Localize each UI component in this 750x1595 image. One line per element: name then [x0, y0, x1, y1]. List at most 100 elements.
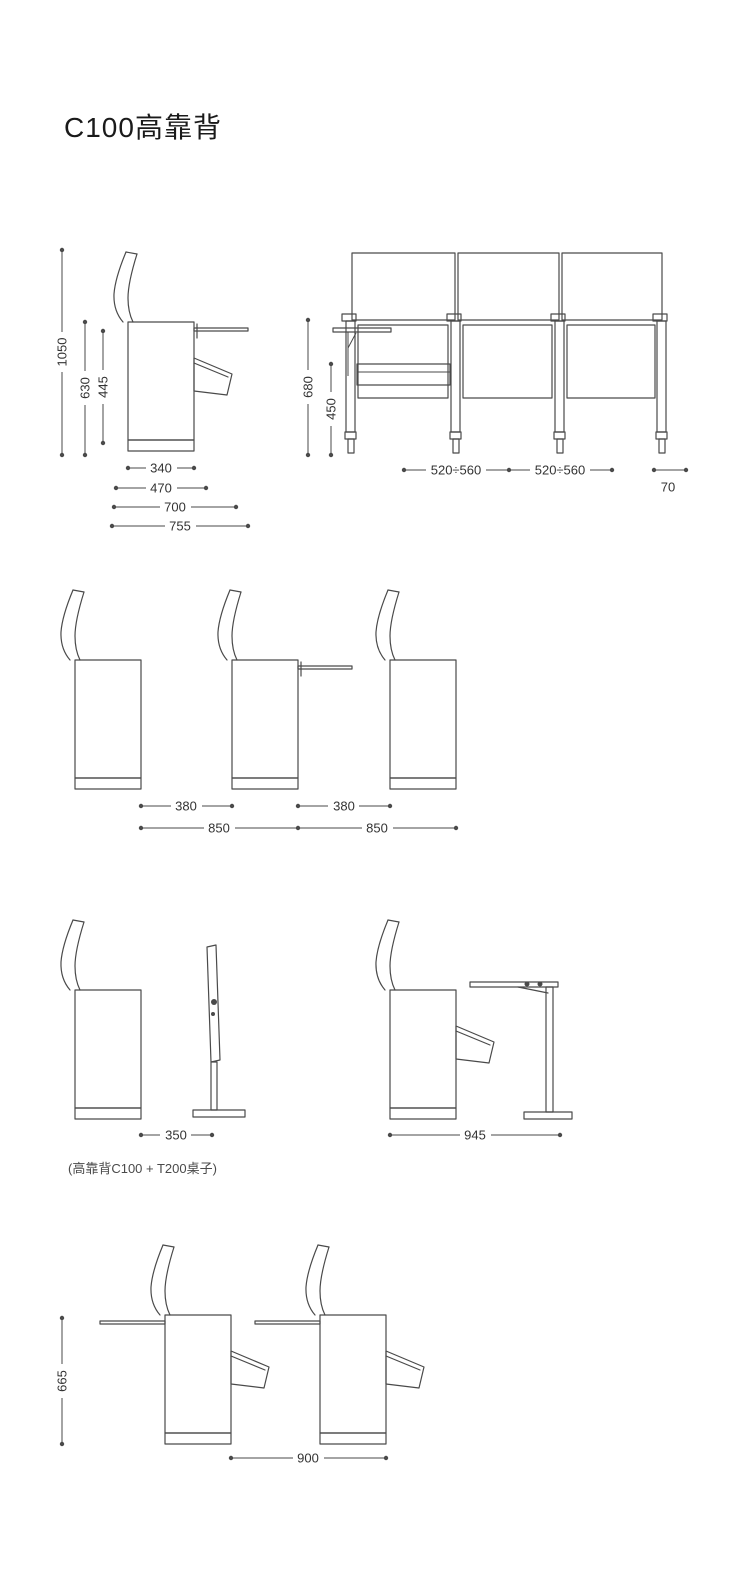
folded-seat-cushion: [193, 357, 233, 396]
table-hinge: [537, 981, 543, 987]
dim-dot: [401, 467, 407, 473]
dim-dot: [305, 452, 311, 458]
folded-seat-cushion: [385, 1350, 425, 1389]
dim-label-mask: [54, 1364, 70, 1398]
dim-post-width: 70: [651, 467, 689, 495]
dim-dot: [383, 1455, 389, 1461]
folded-tabletop: [206, 944, 221, 1063]
table-base: [192, 1109, 246, 1118]
post-foot: [553, 431, 566, 440]
dim-dot: [138, 1132, 144, 1138]
dim-depth-755: 755: [109, 518, 251, 534]
dim-label: 445: [96, 376, 111, 398]
dim-seat-width: 340: [125, 460, 197, 476]
row-chair-2: [217, 589, 353, 790]
dim-dot: [125, 465, 131, 471]
dim-label-mask: [54, 332, 70, 372]
dim-depth-470: 470: [113, 480, 209, 496]
dim-label: 850: [366, 821, 388, 836]
dim-dot: [82, 452, 88, 458]
chair-side-profile: [60, 919, 142, 1120]
post-foot: [452, 438, 460, 454]
tablet-chair-2: [254, 1244, 425, 1445]
lower-back-panel: [357, 324, 449, 399]
tablet-chair-1: [99, 1244, 270, 1445]
dim-label-mask: [293, 1450, 324, 1466]
dim-dot: [59, 247, 65, 253]
dim-label-mask: [171, 798, 202, 814]
dim-dot: [328, 452, 334, 458]
stanchion-post: [554, 320, 565, 433]
t200-table-folded: [192, 944, 246, 1118]
dim-label-mask: [530, 462, 590, 478]
dim-label: 470: [150, 481, 172, 496]
dim-label: 630: [78, 377, 93, 399]
dim-table-height: 665: [54, 1315, 70, 1447]
tablet-support-arm: [347, 332, 357, 349]
dim-dot: [557, 1132, 563, 1138]
armrest-cap: [341, 313, 357, 322]
post-foot: [658, 438, 666, 454]
dim-dot: [138, 825, 144, 831]
dim-dot: [59, 1315, 65, 1321]
dim-label: 850: [208, 821, 230, 836]
dim-dot: [387, 1132, 393, 1138]
dim-dot: [111, 504, 117, 510]
table-bracket: [517, 986, 549, 994]
backrest-panel: [457, 252, 560, 321]
backrest-panel: [351, 252, 456, 321]
dim-row-pitch-1: 850: [138, 820, 301, 836]
stanchion-post: [656, 320, 667, 433]
dim-label-mask: [426, 462, 486, 478]
dim-seat-pitch-2: 520÷560: [509, 462, 615, 478]
backrest-panel: [561, 252, 663, 321]
chair-with-open-table: [375, 919, 495, 1120]
dim-label: 900: [297, 1451, 319, 1466]
dim-label: 450: [324, 398, 339, 420]
section-overall-dimensions: 1050 630 445: [54, 247, 689, 534]
table-hinge: [524, 981, 530, 987]
dim-seat-height: 445: [95, 328, 111, 446]
dim-tablet-height: 680: [300, 317, 316, 458]
page-title: C100高靠背: [64, 112, 222, 143]
dim-label-mask: [160, 499, 191, 515]
dim-dot: [191, 465, 197, 471]
dim-dot: [228, 1455, 234, 1461]
chair-side-profile: [375, 589, 457, 790]
chair-side-profile: [60, 589, 142, 790]
chair-side-profile: [375, 919, 457, 1120]
single-seat-side-view: [113, 251, 249, 452]
table-post: [545, 986, 554, 1113]
chair-with-folded-table: [60, 919, 142, 1120]
lower-back-panel: [566, 324, 656, 399]
folded-seat-cushion: [455, 1025, 495, 1064]
dim-label-mask: [300, 370, 316, 404]
post-foot: [556, 438, 564, 454]
dim-dot: [233, 504, 239, 510]
armrest-cap: [446, 313, 462, 322]
three-seat-front-view: [332, 252, 668, 454]
dim-label: 350: [165, 1128, 187, 1143]
tablet-arm: [99, 1320, 166, 1325]
dim-label-mask: [95, 370, 111, 404]
dim-label: 665: [55, 1370, 70, 1392]
dim-label: 945: [464, 1128, 486, 1143]
section-tablet-rows: 665 900: [54, 1244, 425, 1466]
open-tabletop: [469, 981, 559, 988]
dim-seat-pan-height: 450: [323, 361, 339, 458]
dim-row-pitch-3: 900: [228, 1450, 389, 1466]
dim-dot: [229, 803, 235, 809]
dim-folded-table-depth: 350: [138, 1127, 215, 1143]
tablet-arm: [297, 661, 353, 677]
post-foot: [655, 431, 668, 440]
dim-dot: [609, 467, 615, 473]
dim-label: 520÷560: [431, 463, 482, 478]
row-chair-3: [375, 589, 457, 790]
post-foot: [347, 438, 355, 454]
dim-dot: [82, 319, 88, 325]
dim-dot: [651, 467, 657, 473]
section-row-spacing: 380 380 850: [60, 589, 459, 836]
dim-dot: [209, 1132, 215, 1138]
